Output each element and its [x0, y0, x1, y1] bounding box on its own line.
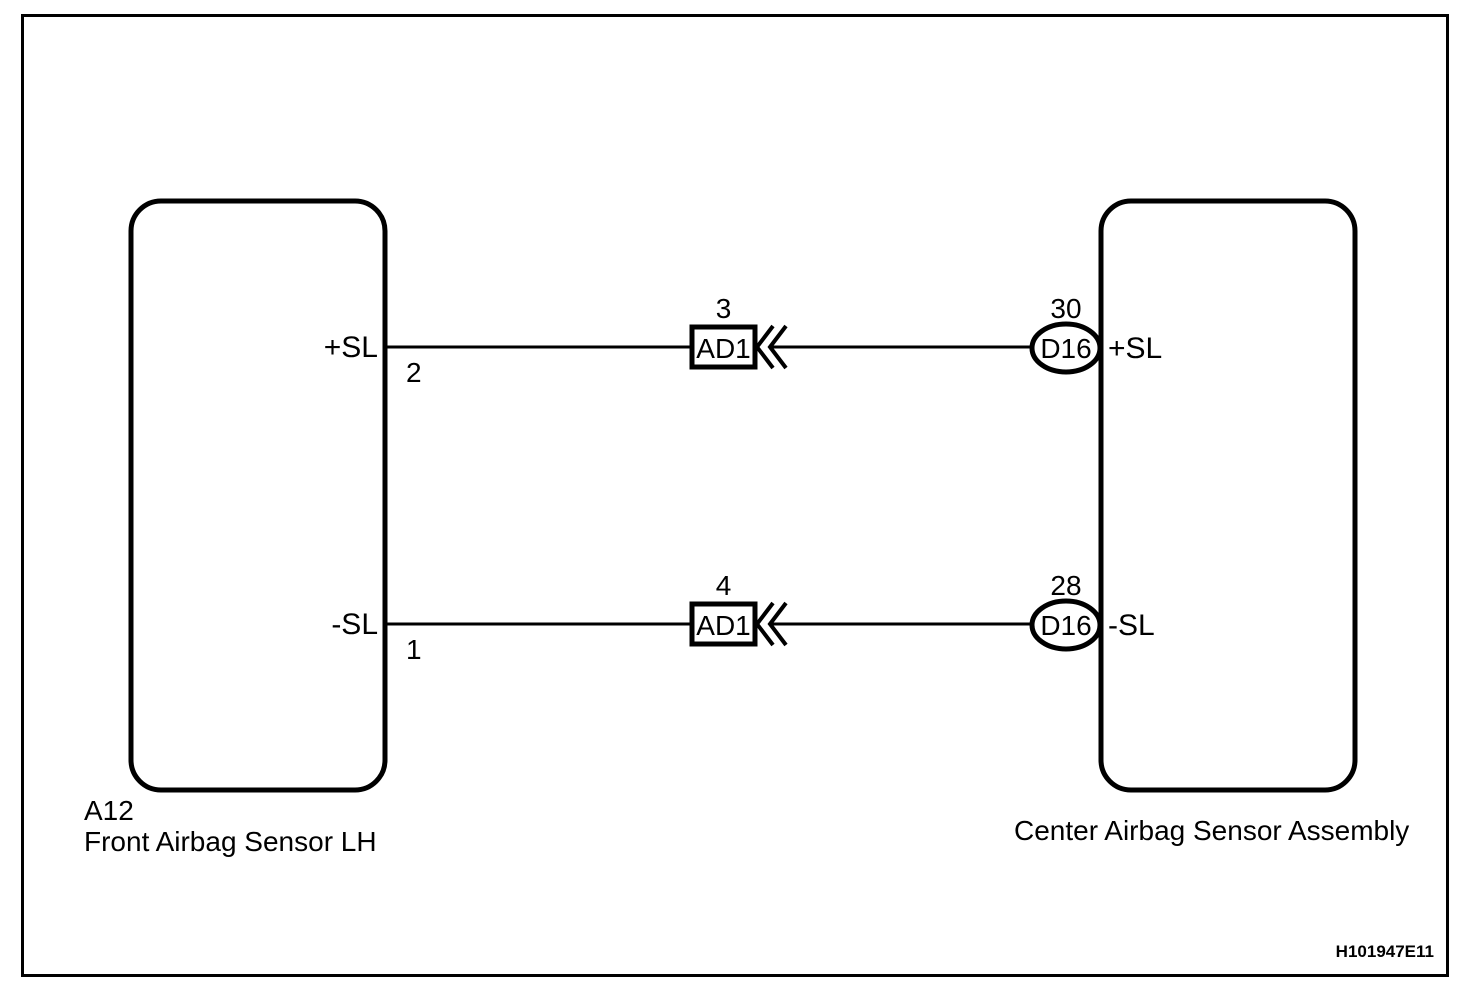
chevron-inner-upper-icon [767, 324, 788, 370]
left-component-name: Front Airbag Sensor LH [84, 826, 377, 857]
chevron-inner-lower-icon [767, 601, 788, 647]
right-terminal-label-lower: -SL [1108, 609, 1155, 642]
left-component-code: A12 [84, 795, 134, 826]
chevron-outer-upper-icon [754, 324, 775, 370]
splice-number-lower: 4 [716, 570, 732, 601]
right-component-name: Center Airbag Sensor Assembly [1014, 815, 1409, 846]
connector-number-upper: 30 [1050, 293, 1081, 324]
splice-number-upper: 3 [716, 293, 732, 324]
splice-label-lower: AD1 [696, 610, 750, 641]
figure-code: H101947E11 [1336, 942, 1434, 961]
right-component-box [1098, 198, 1358, 793]
left-component-box [128, 198, 388, 793]
splice-label-upper: AD1 [696, 333, 750, 364]
right-terminal-label-upper: +SL [1108, 332, 1162, 365]
left-pin-number-upper: 2 [406, 357, 422, 388]
connector-number-lower: 28 [1050, 570, 1081, 601]
chevron-outer-lower-icon [754, 601, 775, 647]
left-pin-number-lower: 1 [406, 634, 422, 665]
connector-label-lower: D16 [1040, 610, 1091, 641]
connector-label-upper: D16 [1040, 333, 1091, 364]
left-terminal-label-upper: +SL [324, 331, 378, 364]
left-terminal-label-lower: -SL [331, 608, 378, 641]
